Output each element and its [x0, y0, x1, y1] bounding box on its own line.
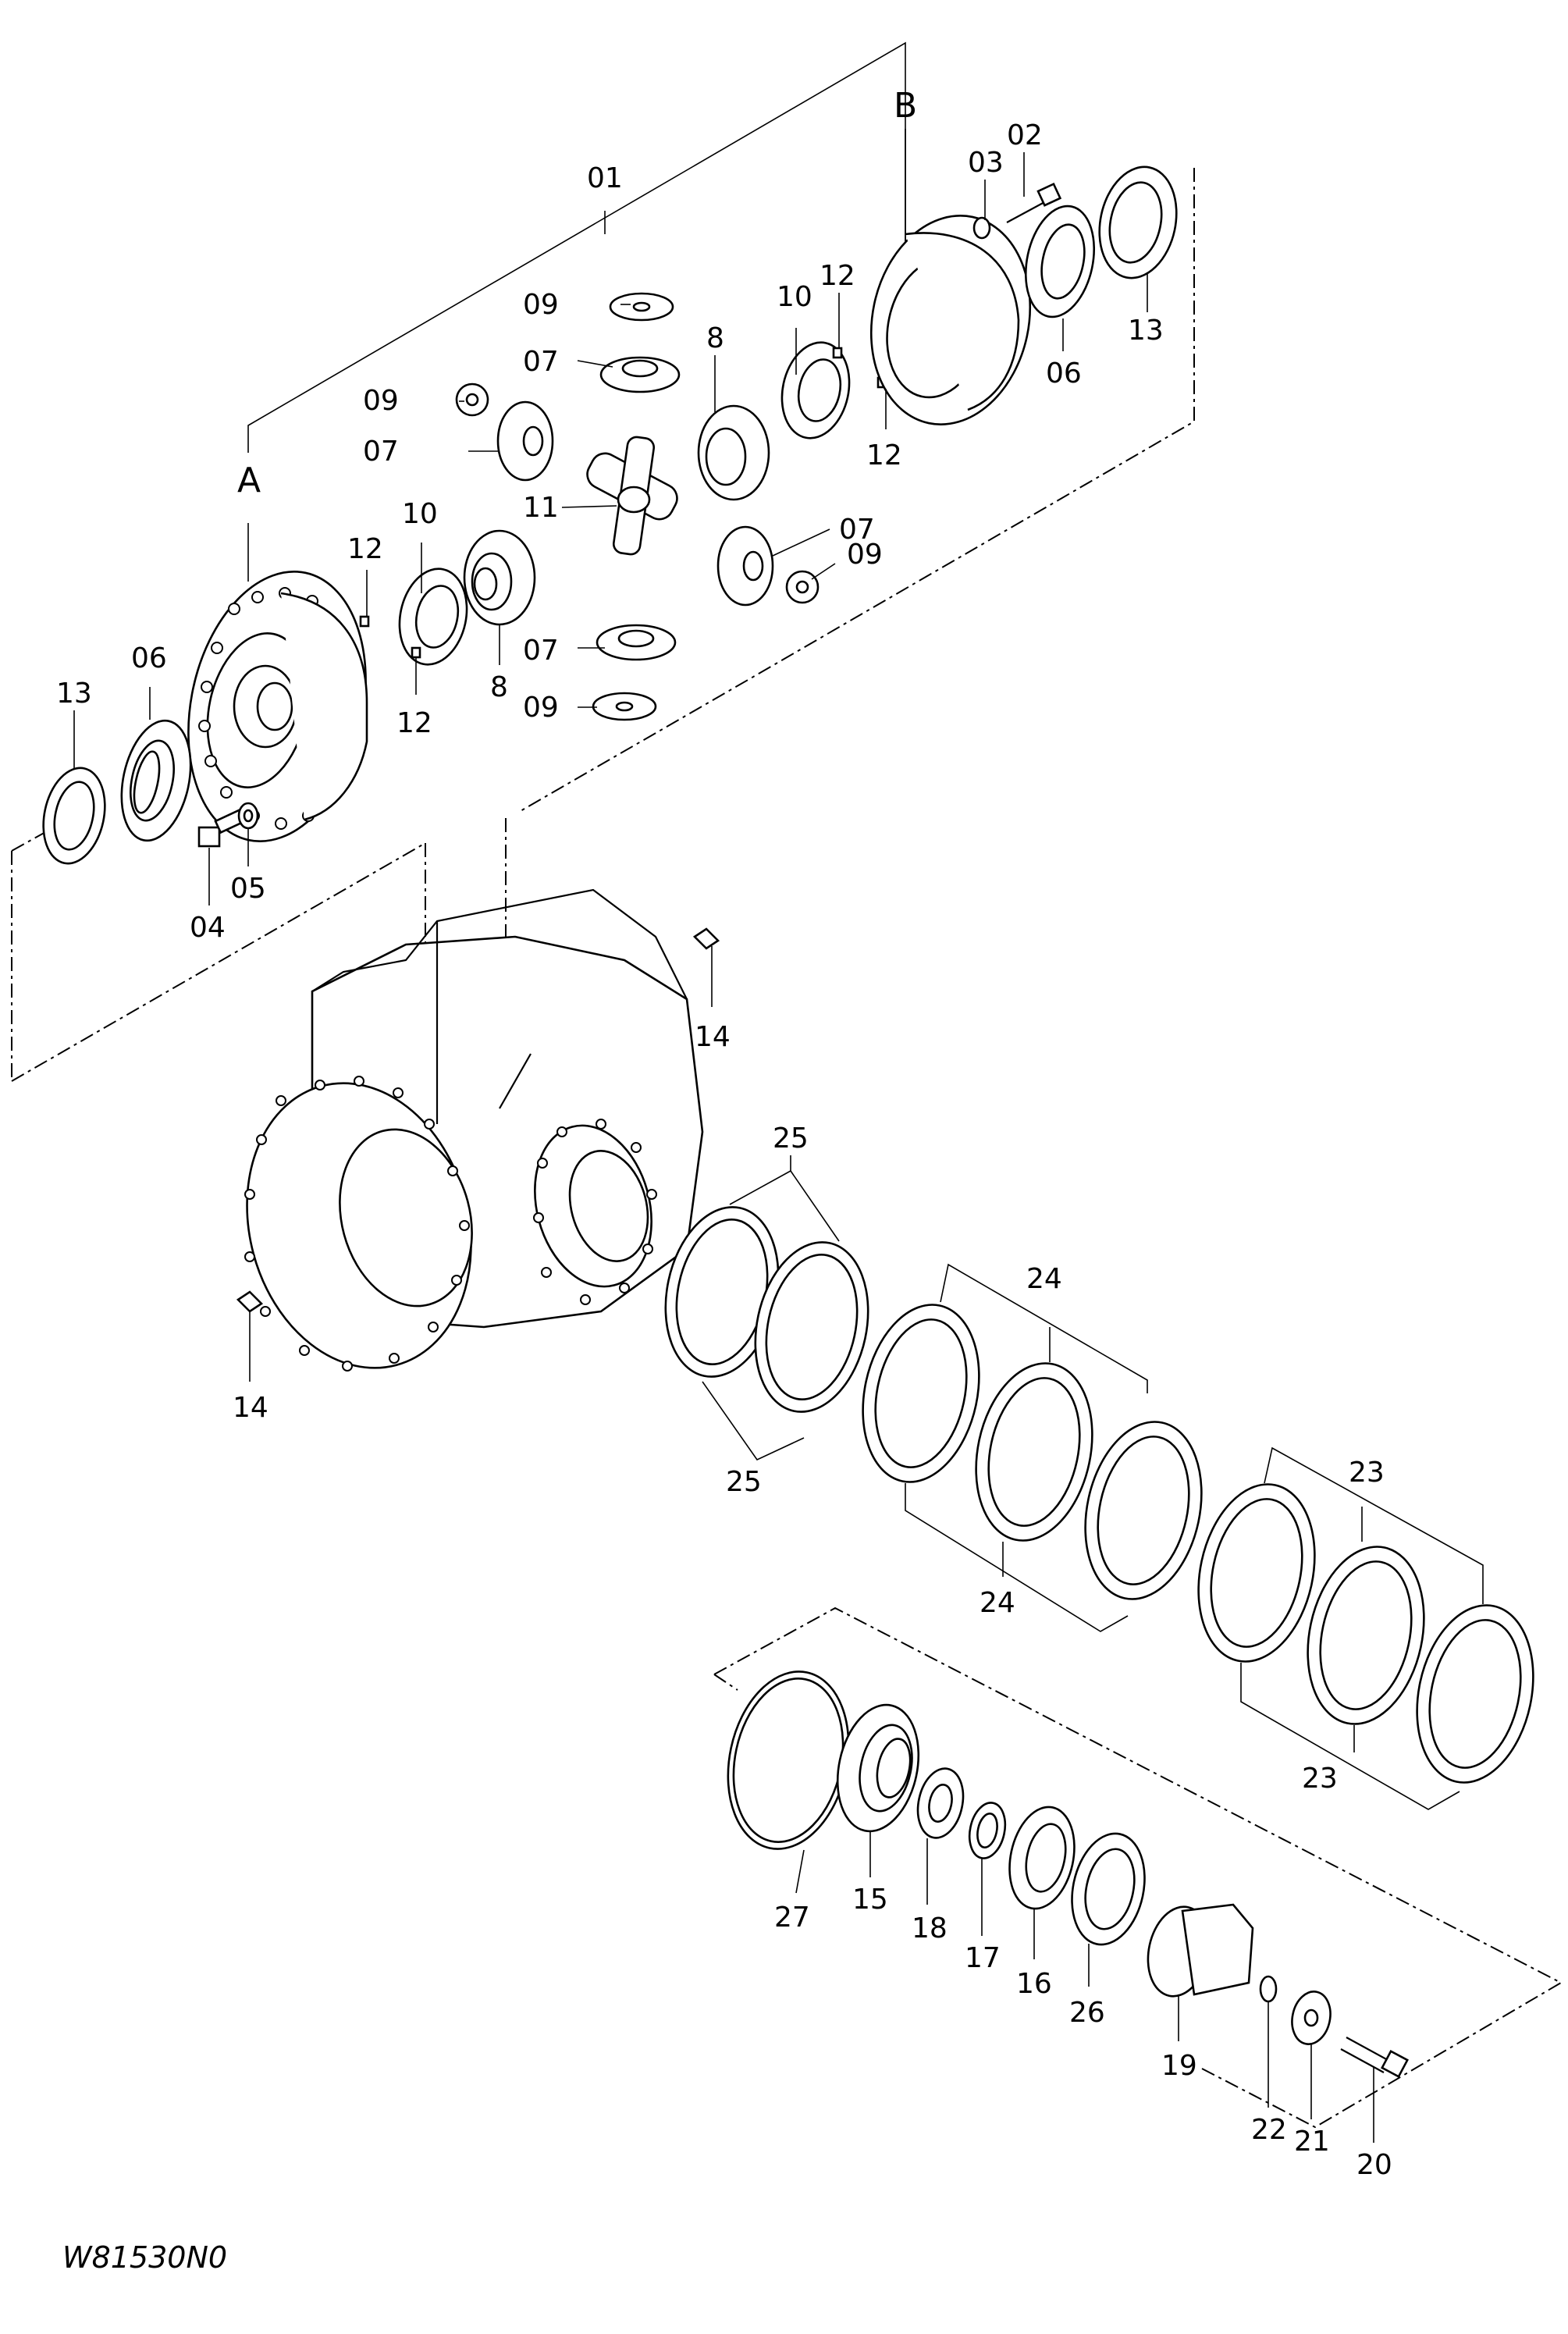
callout-07-bottom: 07	[523, 635, 559, 667]
callout-10-right: 10	[777, 281, 812, 313]
callout-09-top: 09	[523, 289, 559, 321]
callout-20: 20	[1356, 2149, 1392, 2181]
callout-01: 01	[587, 162, 623, 194]
callout-24-bottom: 24	[980, 1587, 1015, 1619]
bolt-20	[1340, 2037, 1409, 2078]
callout-05: 05	[230, 873, 266, 905]
callout-21: 21	[1294, 2126, 1330, 2158]
washer-21	[1291, 1991, 1332, 2045]
callout-12-left-bottom: 12	[396, 707, 432, 739]
callout-27: 27	[774, 1902, 810, 1934]
callout-09-left: 09	[363, 385, 399, 417]
callout-09-right: 09	[847, 539, 883, 571]
callout-8-right: 8	[706, 322, 724, 354]
thrust-washer-09-top	[609, 292, 674, 322]
spider-cross-11	[586, 436, 678, 556]
shim-disc-brackets	[702, 1155, 1484, 1810]
flange-19	[1147, 1903, 1254, 1998]
callout-12-right-bottom: 12	[866, 439, 902, 471]
thrust-washer-09-bottom	[592, 692, 657, 721]
reference-a: A	[237, 461, 261, 500]
callout-17: 17	[965, 1942, 1001, 1974]
callout-04: 04	[190, 912, 226, 944]
reference-b: B	[894, 86, 917, 126]
plate-14-top	[692, 927, 720, 950]
shim-25-b	[754, 1241, 869, 1413]
washer-03	[972, 216, 991, 240]
shim-25-a	[664, 1206, 780, 1378]
disc-23-c	[1416, 1604, 1534, 1784]
seal-26	[1071, 1832, 1146, 1946]
callout-12-right-top: 12	[820, 260, 855, 292]
callout-25-top: 25	[773, 1123, 809, 1155]
callout-12-left-top: 12	[347, 533, 383, 565]
callout-23-top: 23	[1349, 1457, 1385, 1489]
pinion-frame	[713, 1606, 1563, 2129]
differential-case-a	[187, 571, 368, 842]
adjusting-nut-13-left	[42, 767, 106, 865]
o-ring-27	[727, 1670, 850, 1850]
callout-09-bottom: 09	[523, 692, 559, 724]
disc-24-b	[975, 1362, 1093, 1542]
callout-18: 18	[912, 1912, 948, 1944]
callout-24-top: 24	[1026, 1263, 1062, 1295]
differential-case-b	[869, 215, 1032, 425]
thrust-washer-10-left	[398, 567, 468, 666]
bearing-06-right	[1024, 205, 1096, 318]
callout-13-right: 13	[1128, 315, 1164, 347]
pinion-gear-07-top	[599, 356, 681, 393]
disc-23-b	[1307, 1546, 1425, 1725]
leader-lines	[73, 129, 1374, 2143]
thrust-washer-09-left	[455, 382, 489, 417]
bearing-15	[836, 1703, 920, 1833]
callout-13-left: 13	[56, 678, 92, 710]
callout-03: 03	[968, 147, 1004, 179]
callout-06-left: 06	[131, 642, 167, 674]
bearing-16	[1008, 1806, 1076, 1910]
axle-housing	[244, 888, 704, 1372]
callout-06-right: 06	[1046, 358, 1082, 390]
plate-14-bottom	[236, 1290, 264, 1313]
callout-10-left: 10	[402, 498, 438, 530]
bolt-02	[1006, 182, 1062, 223]
callout-22: 22	[1251, 2114, 1287, 2146]
bolt-04	[197, 808, 247, 848]
callout-14-bottom: 14	[233, 1392, 268, 1424]
housing-bolt-holes	[244, 1076, 657, 1372]
callout-26: 26	[1069, 1997, 1105, 2029]
pinion-gear-07-left	[496, 400, 554, 482]
callout-25-bottom: 25	[726, 1466, 762, 1498]
pinion-gear-07-bottom	[596, 624, 677, 661]
callout-11: 11	[523, 492, 559, 524]
callout-labels: 01 02 03 04 05 06 06 07 07 07 07 8 8 09 …	[56, 86, 1392, 2181]
adjusting-nut-13-right	[1098, 165, 1178, 279]
callout-8-left: 8	[490, 671, 508, 703]
disc-23-a	[1197, 1483, 1316, 1663]
bearing-06-left	[120, 719, 192, 842]
callout-07-right: 07	[839, 514, 875, 546]
thrust-washer-09-right	[785, 570, 820, 604]
callout-07-top: 07	[523, 346, 559, 378]
pinion-gear-07-right	[716, 525, 774, 607]
thrust-washer-10-right	[780, 341, 851, 439]
callout-02: 02	[1007, 119, 1043, 151]
disc-24-c	[1084, 1421, 1203, 1600]
spacer-18	[916, 1767, 965, 1839]
washer-05	[237, 802, 259, 830]
drawing-code: W81530N0	[62, 2240, 227, 2275]
o-ring-22	[1259, 1975, 1278, 2003]
callout-16: 16	[1016, 1968, 1052, 2000]
side-gear-8-left	[463, 529, 536, 626]
callout-07-left: 07	[363, 436, 399, 468]
ring-17	[968, 1802, 1007, 1859]
callout-23-bottom: 23	[1302, 1763, 1338, 1795]
callout-14-top: 14	[695, 1021, 731, 1053]
side-gear-8-right	[697, 404, 770, 501]
disc-24-a	[862, 1304, 980, 1483]
callout-19: 19	[1161, 2050, 1197, 2082]
callout-15: 15	[852, 1884, 888, 1916]
